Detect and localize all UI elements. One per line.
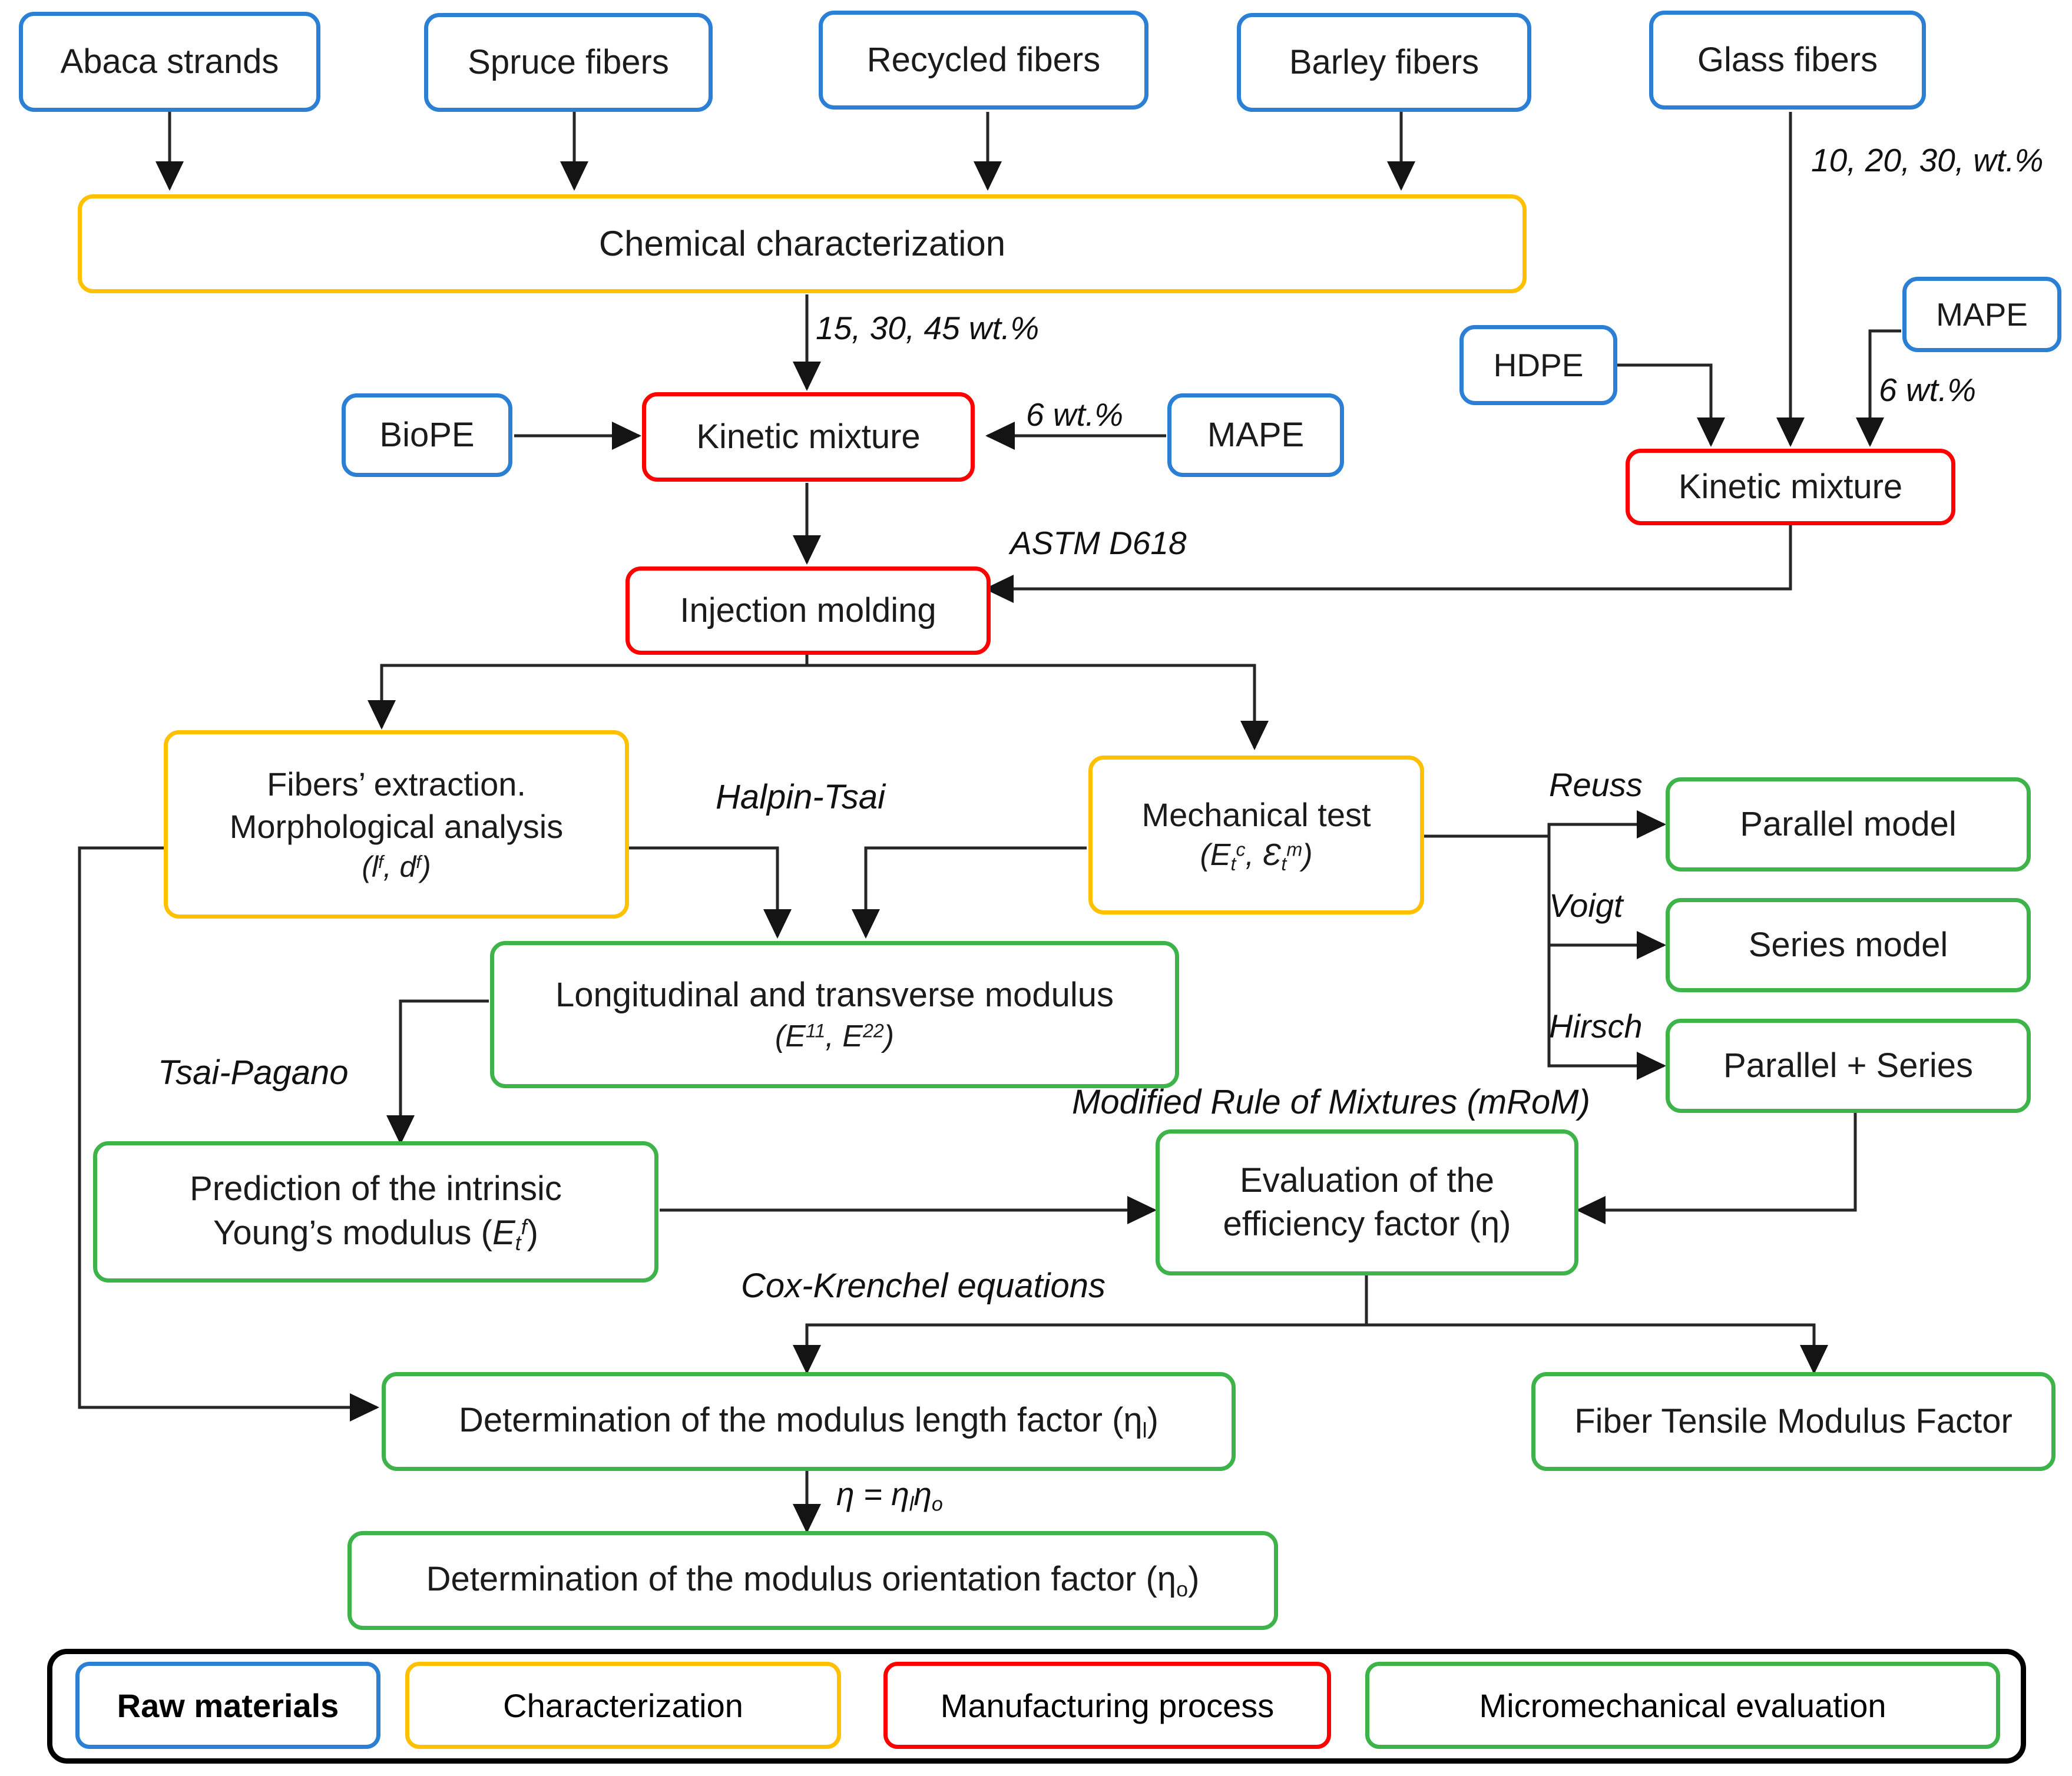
node-label-line2: (E11, E22) <box>774 1019 895 1053</box>
edge-label-cox-krenchel: Cox-Krenchel equations <box>741 1267 1106 1305</box>
node-modulus-orientation-factor[interactable]: Determination of the modulus orientation… <box>347 1531 1278 1630</box>
edge-fibers-to-longitudinal <box>627 846 792 939</box>
edge-label-mape-left-wt: 6 wt.% <box>1026 396 1124 433</box>
node-hdpe[interactable]: HDPE <box>1459 325 1617 405</box>
node-label: Kinetic mixture <box>696 417 921 456</box>
node-label: Glass fibers <box>1697 40 1878 79</box>
node-label-line3: (lf, df) <box>362 850 431 883</box>
edge-mechanical-to-longitudinal <box>852 846 1087 939</box>
legend-label: Characterization <box>503 1686 743 1724</box>
edge-label-halpin-tsai: Halpin-Tsai <box>716 778 885 816</box>
node-label: Parallel + Series <box>1723 1046 1973 1085</box>
node-abaca-strands[interactable]: Abaca strands <box>19 12 320 112</box>
edge-label-eta-equation: η = ηlηo <box>836 1476 943 1516</box>
edge-mechanical-to-parallel-series <box>1547 945 1667 1080</box>
legend-label: Micromechanical evaluation <box>1479 1686 1886 1724</box>
edge-label-voigt: Voigt <box>1549 887 1623 924</box>
node-glass-fibers[interactable]: Glass fibers <box>1649 11 1926 110</box>
node-spruce-fibers[interactable]: Spruce fibers <box>424 13 713 112</box>
node-label: MAPE <box>1936 296 2028 333</box>
edge-label-mrom: Modified Rule of Mixtures (mRoM) <box>1072 1083 1590 1121</box>
edge-label-tsai-pagano: Tsai-Pagano <box>158 1053 349 1092</box>
node-longitudinal-transverse-modulus[interactable]: Longitudinal and transverse modulus (E11… <box>490 941 1179 1088</box>
node-label: HDPE <box>1493 346 1584 383</box>
edge-label-reuss: Reuss <box>1549 766 1643 803</box>
node-parallel-model[interactable]: Parallel model <box>1666 777 2031 872</box>
node-mechanical-test[interactable]: Mechanical test (Etc, Ɛtm) <box>1088 756 1424 914</box>
node-injection-molding[interactable]: Injection molding <box>625 566 991 655</box>
node-label-line1: Fibers’ extraction. <box>267 766 526 803</box>
node-label: Chemical characterization <box>598 223 1006 263</box>
node-label-line1: Longitudinal and transverse modulus <box>555 975 1114 1014</box>
edge-label-hirsch: Hirsch <box>1549 1008 1643 1045</box>
legend-label: Manufacturing process <box>940 1686 1275 1724</box>
edge-fibers-to-length-factor-feedback <box>78 846 380 1422</box>
legend-item-micromechanical-evaluation: Micromechanical evaluation <box>1365 1662 2000 1749</box>
edge-mechanical-to-series <box>1547 824 1667 959</box>
node-series-model[interactable]: Series model <box>1666 898 2031 992</box>
node-barley-fibers[interactable]: Barley fibers <box>1237 13 1531 112</box>
node-label: Barley fibers <box>1289 42 1479 81</box>
legend-item-manufacturing-process: Manufacturing process <box>883 1662 1331 1749</box>
node-label-line1: Evaluation of the <box>1239 1161 1495 1200</box>
edge-label-fiber-wt: 15, 30, 45 wt.% <box>816 310 1040 346</box>
node-label: Injection molding <box>680 591 936 629</box>
edge-parallelseries-to-efficiency <box>1575 1107 1857 1224</box>
node-label-line2: Young’s modulus (Etf) <box>213 1213 538 1255</box>
node-prediction-intrinsic-young-modulus[interactable]: Prediction of the intrinsic Young’s modu… <box>93 1141 658 1283</box>
node-label: Abaca strands <box>60 42 279 81</box>
node-label: Spruce fibers <box>468 42 669 81</box>
node-label: MAPE <box>1207 415 1305 454</box>
node-label-line1: Mechanical test <box>1141 796 1371 833</box>
node-evaluation-efficiency-factor[interactable]: Evaluation of the efficiency factor (η) <box>1156 1129 1578 1275</box>
node-fibers-extraction[interactable]: Fibers’ extraction. Morphological analys… <box>164 730 629 919</box>
node-label: Determination of the modulus length fact… <box>459 1401 1159 1443</box>
node-label: Fiber Tensile Modulus Factor <box>1574 1401 2013 1440</box>
node-label: Determination of the modulus orientation… <box>426 1560 1200 1602</box>
node-recycled-fibers[interactable]: Recycled fibers <box>819 11 1148 110</box>
node-label-line2: Morphological analysis <box>229 808 564 845</box>
edge-efficiency-to-fiber-tensile <box>1366 1323 1828 1375</box>
edge-longitudinal-to-prediction <box>386 999 489 1145</box>
node-biope[interactable]: BioPE <box>342 393 512 477</box>
node-label-line1: Prediction of the intrinsic <box>190 1169 562 1208</box>
legend-item-raw-materials: Raw materials <box>75 1662 380 1749</box>
legend-item-characterization: Characterization <box>405 1662 841 1749</box>
node-label: BioPE <box>379 415 475 454</box>
node-chemical-characterization[interactable]: Chemical characterization <box>78 194 1527 293</box>
node-label: Kinetic mixture <box>1678 467 1903 506</box>
node-mape-left[interactable]: MAPE <box>1167 393 1344 477</box>
node-label: Recycled fibers <box>866 40 1101 79</box>
node-kinetic-mixture-right[interactable]: Kinetic mixture <box>1626 449 1955 525</box>
edge-label-mape-right-wt: 6 wt.% <box>1879 372 1977 408</box>
legend-label: Raw materials <box>117 1686 339 1724</box>
node-label: Parallel model <box>1740 804 1957 843</box>
edge-mechanical-to-parallel <box>1422 810 1667 839</box>
node-label: Series model <box>1748 925 1948 964</box>
node-parallel-plus-series[interactable]: Parallel + Series <box>1666 1019 2031 1113</box>
node-modulus-length-factor[interactable]: Determination of the modulus length fact… <box>382 1372 1236 1471</box>
node-kinetic-mixture-left[interactable]: Kinetic mixture <box>642 392 975 482</box>
node-fiber-tensile-modulus-factor[interactable]: Fiber Tensile Modulus Factor <box>1531 1372 2056 1471</box>
edge-injection-to-mechanical-test <box>807 664 1269 751</box>
edge-label-astm: ASTM D618 <box>1010 525 1187 561</box>
node-label-line2: efficiency factor (η) <box>1223 1205 1511 1243</box>
node-mape-right[interactable]: MAPE <box>1902 277 2061 352</box>
node-label-line2: (Etc, Ɛtm) <box>1200 838 1313 875</box>
edge-label-glass-wt: 10, 20, 30, wt.% <box>1811 142 2044 178</box>
edge-hdpe-to-kinetic-right <box>1615 363 1725 448</box>
